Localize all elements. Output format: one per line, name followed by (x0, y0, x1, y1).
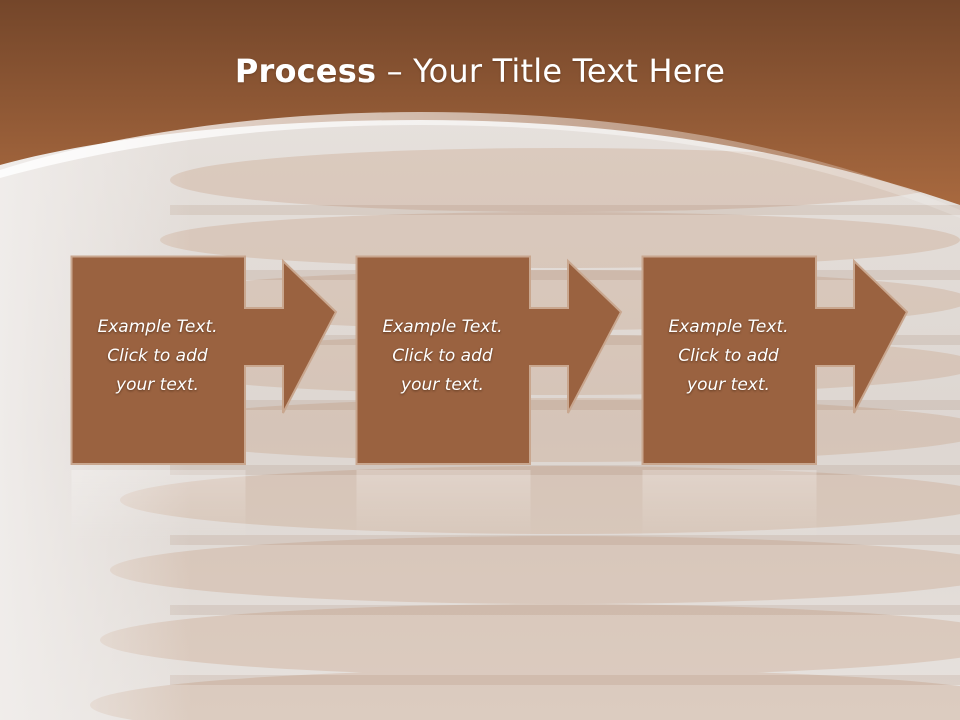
step-3-text: Example Text. Click to add your text. (668, 317, 789, 395)
step-1-text: Example Text. Click to add your text. (97, 317, 218, 395)
title-rest: – Your Title Text Here (376, 52, 726, 90)
arrow-shape-3 (641, 255, 909, 465)
arrow-shape-2 (355, 255, 623, 465)
step-2-text: Example Text. Click to add your text. (382, 317, 503, 395)
step-2-reflection (355, 470, 645, 540)
process-step-3[interactable]: Example Text. Click to add your text. (641, 255, 931, 470)
process-step-1[interactable]: Example Text. Click to add your text. (70, 255, 360, 470)
step-1-reflection (70, 470, 360, 540)
arrow-shape-1 (70, 255, 338, 465)
process-step-2[interactable]: Example Text. Click to add your text. (355, 255, 645, 470)
title-bold: Process (234, 52, 377, 90)
page-title[interactable]: Process – Your Title Text Here (0, 52, 960, 90)
title-banner (0, 0, 960, 218)
step-3-reflection (641, 470, 931, 540)
